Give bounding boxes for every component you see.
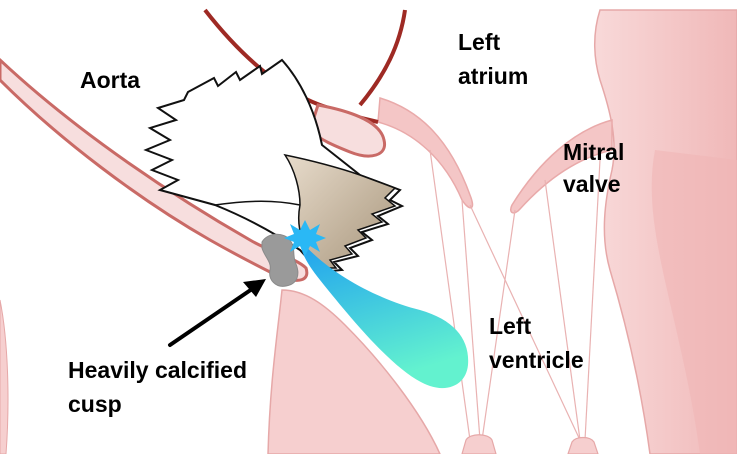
label-mitral-valve-line2: valve xyxy=(563,170,624,198)
label-calcified-cusp-line1: Heavily calcified xyxy=(68,356,247,384)
label-calcified-cusp: Heavily calcified cusp xyxy=(68,356,247,418)
label-left-ventricle-line2: ventricle xyxy=(489,346,584,374)
left-atrium-wall xyxy=(360,10,405,105)
label-left-ventricle-line1: Left xyxy=(489,312,584,340)
label-left-atrium-line1: Left xyxy=(458,28,528,56)
label-calcified-cusp-line2: cusp xyxy=(68,390,247,418)
label-left-atrium-line2: atrium xyxy=(458,62,528,90)
label-mitral-valve-line1: Mitral xyxy=(563,138,624,166)
label-aorta: Aorta xyxy=(80,66,140,94)
papillary-muscle-left xyxy=(462,435,496,454)
left-edge-tissue xyxy=(0,300,8,454)
label-left-ventricle: Left ventricle xyxy=(489,312,584,374)
label-mitral-valve: Mitral valve xyxy=(563,138,624,198)
label-left-atrium: Left atrium xyxy=(458,28,528,90)
arrow-shaft xyxy=(170,287,255,345)
papillary-muscle-right xyxy=(568,438,598,454)
